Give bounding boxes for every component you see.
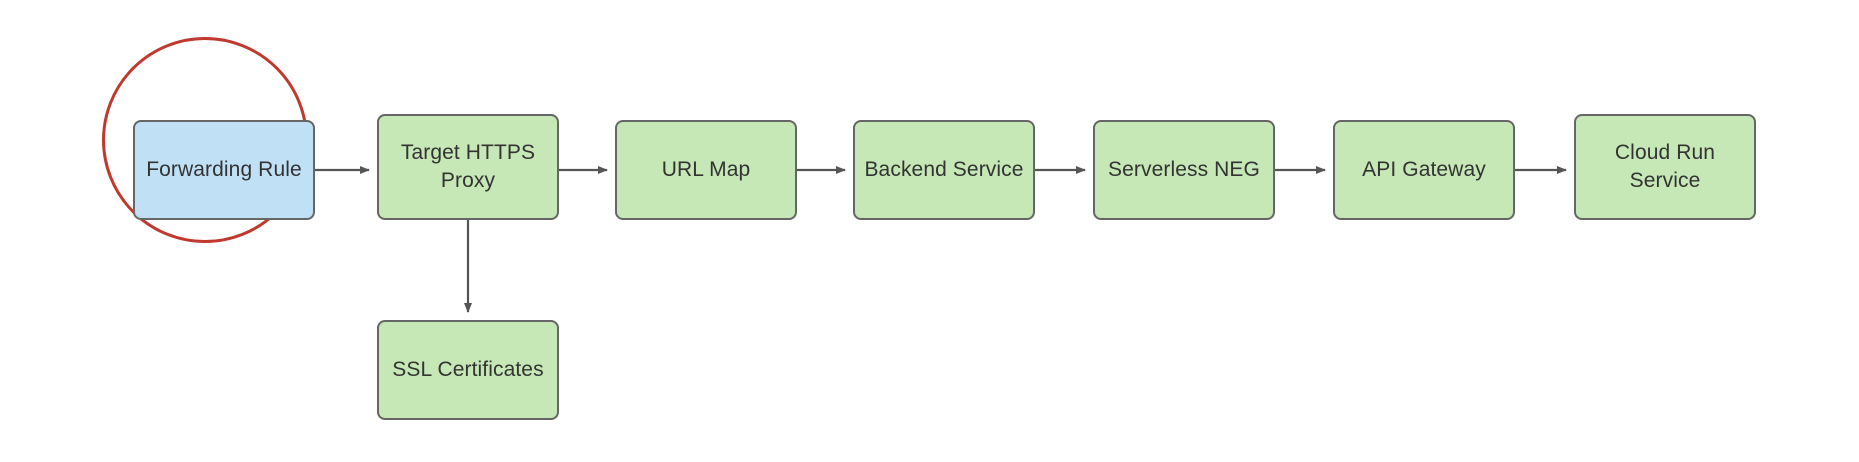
node-ssl-certificates[interactable]: SSL Certificates (377, 320, 559, 420)
node-target-https-proxy[interactable]: Target HTTPS Proxy (377, 114, 559, 220)
node-cloud-run-service[interactable]: Cloud Run Service (1574, 114, 1756, 220)
node-target-https-proxy-label: Target HTTPS Proxy (400, 141, 536, 192)
node-cloud-run-service-label: Cloud Run Service (1614, 141, 1716, 192)
node-forwarding-rule[interactable]: Forwarding Rule (133, 120, 315, 220)
node-forwarding-rule-label: Forwarding Rule (146, 158, 302, 182)
node-ssl-certificates-label: SSL Certificates (392, 358, 544, 382)
node-backend-service[interactable]: Backend Service (853, 120, 1035, 220)
node-serverless-neg-label: Serverless NEG (1108, 158, 1260, 182)
node-serverless-neg[interactable]: Serverless NEG (1093, 120, 1275, 220)
node-api-gateway[interactable]: API Gateway (1333, 120, 1515, 220)
node-url-map[interactable]: URL Map (615, 120, 797, 220)
node-api-gateway-label: API Gateway (1362, 158, 1486, 182)
node-backend-service-label: Backend Service (864, 158, 1024, 182)
node-url-map-label: URL Map (661, 158, 751, 182)
